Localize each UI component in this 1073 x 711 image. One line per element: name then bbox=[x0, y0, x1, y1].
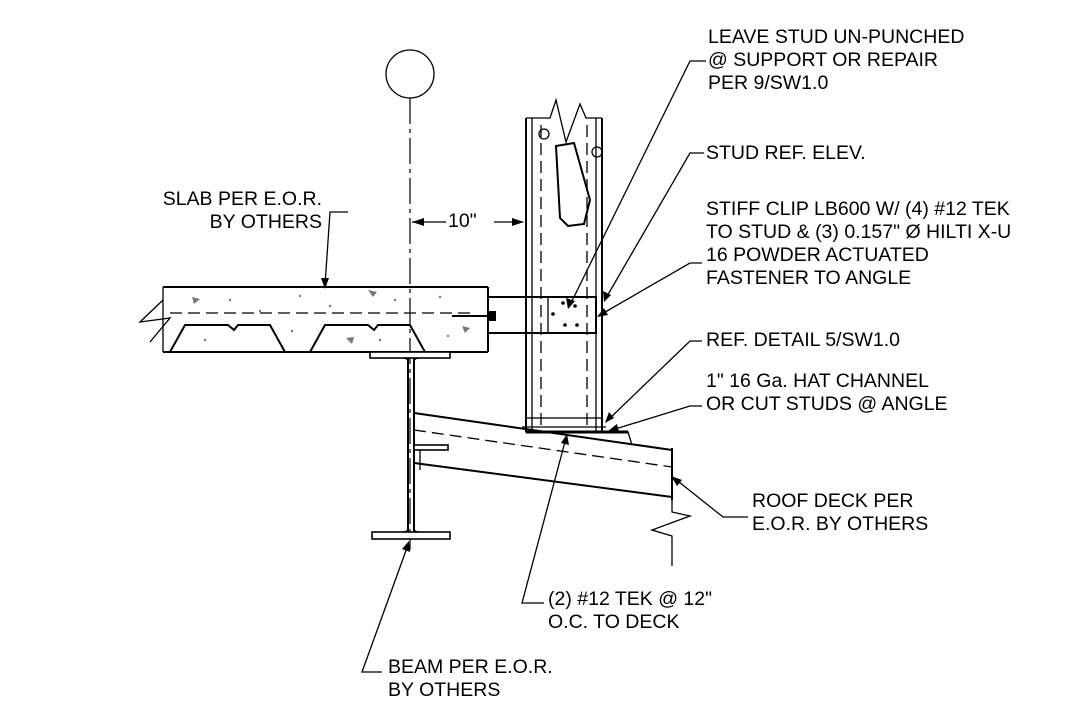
powder-fastener bbox=[452, 311, 496, 321]
note-line: SLAB PER E.O.R. bbox=[162, 188, 322, 210]
note-stud-ref: STUD REF. ELEV. bbox=[706, 142, 866, 165]
note-hat-channel: 1" 16 Ga. HAT CHANNEL OR CUT STUDS @ ANG… bbox=[706, 370, 948, 416]
stiff-clip-angle bbox=[487, 296, 597, 334]
steel-beam bbox=[369, 351, 451, 540]
note-line: REF. DETAIL 5/SW1.0 bbox=[706, 329, 900, 351]
roof-deck bbox=[413, 412, 693, 566]
note-line: PER 9/SW1.0 bbox=[708, 72, 829, 94]
note-line: OR CUT STUDS @ ANGLE bbox=[706, 393, 948, 415]
note-line: BY OTHERS bbox=[388, 679, 501, 701]
note-line: BY OTHERS bbox=[209, 211, 322, 233]
note-line: (2) #12 TEK @ 12" bbox=[548, 588, 713, 610]
note-stud-unpunched: LEAVE STUD UN-PUNCHED @ SUPPORT OR REPAI… bbox=[708, 26, 964, 95]
note-line: ROOF DECK PER bbox=[752, 490, 914, 512]
note-line: 16 POWDER ACTUATED bbox=[706, 244, 929, 266]
note-beam: BEAM PER E.O.R. BY OTHERS bbox=[388, 656, 553, 702]
steel-stud bbox=[522, 97, 606, 434]
leader-lines bbox=[321, 60, 748, 673]
note-ref-detail: REF. DETAIL 5/SW1.0 bbox=[706, 329, 900, 352]
dimension-text: 10" bbox=[448, 210, 477, 232]
note-line: 1" 16 Ga. HAT CHANNEL bbox=[706, 370, 929, 392]
note-line: LEAVE STUD UN-PUNCHED bbox=[708, 26, 965, 48]
note-line: STIFF CLIP LB600 W/ (4) #12 TEK bbox=[706, 198, 1010, 220]
note-line: STUD REF. ELEV. bbox=[706, 142, 866, 164]
note-stiff-clip: STIFF CLIP LB600 W/ (4) #12 TEK TO STUD … bbox=[706, 198, 1011, 290]
note-line: E.O.R. BY OTHERS bbox=[752, 513, 929, 535]
concrete-slab bbox=[138, 286, 489, 353]
note-line: BEAM PER E.O.R. bbox=[388, 656, 553, 678]
note-line: @ SUPPORT OR REPAIR bbox=[708, 49, 939, 71]
note-line: FASTENER TO ANGLE bbox=[706, 267, 912, 289]
note-roof-deck: ROOF DECK PER E.O.R. BY OTHERS bbox=[752, 490, 928, 536]
note-slab: SLAB PER E.O.R. BY OTHERS bbox=[100, 188, 322, 234]
note-line: TO STUD & (3) 0.157" Ø HILTI X-U bbox=[706, 221, 1012, 243]
dimension-line bbox=[412, 218, 524, 226]
note-tek-deck: (2) #12 TEK @ 12" O.C. TO DECK bbox=[548, 588, 712, 634]
grid-line-marker bbox=[385, 49, 435, 550]
note-line: O.C. TO DECK bbox=[548, 611, 680, 633]
